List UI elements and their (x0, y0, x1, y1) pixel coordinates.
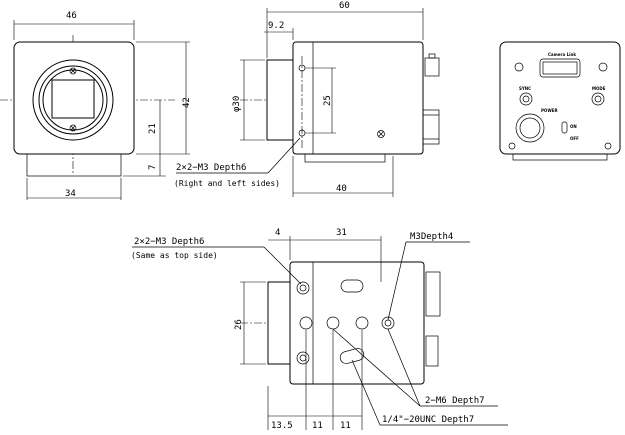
bottom-left-label: 4 (275, 228, 280, 238)
side-flange-dimension: 9.2 (264, 21, 294, 40)
m3-hole-callout: M3Depth4 (387, 232, 470, 321)
side-body-dimension: 40 (292, 156, 394, 197)
front-bottom-dimension: 34 (26, 178, 122, 200)
front-bottom-label: 34 (65, 189, 76, 199)
bottom-holes-subnote: (Same as top side) (131, 251, 218, 260)
bottom-view (240, 261, 441, 385)
side-view (240, 41, 440, 163)
side-hole-callout: 2×2−M3 Depth6 (Right and left sides) (174, 137, 301, 188)
bottom-height-dimension: 26 (234, 281, 266, 365)
front-base-label: 7 (148, 165, 158, 170)
rear-switch-on-label: ON (570, 124, 577, 129)
bottom-left-dimension: 4 (268, 228, 291, 260)
front-center-label: 21 (148, 123, 158, 134)
side-hole-spacing-label: 25 (323, 95, 333, 106)
m3-hole-note: M3Depth4 (410, 232, 453, 242)
bottom-offset-label: 13.5 (271, 421, 293, 431)
side-length-label: 60 (339, 1, 350, 11)
front-width-dimension: 46 (13, 11, 135, 40)
side-hole-spacing-dimension: 25 (305, 67, 336, 134)
rear-switch-off-label: OFF (570, 136, 579, 141)
bottom-pitch-2-label: 11 (340, 421, 351, 431)
front-center-dimension: 21 (148, 100, 161, 154)
bottom-pitch-1-label: 11 (312, 421, 323, 431)
bottom-height-label: 26 (234, 319, 244, 330)
side-body-label: 40 (336, 184, 347, 194)
rear-view: Camera Link SYNC MODE POWER ON OFF (499, 41, 621, 161)
m6-holes-note: 2−M6 Depth7 (425, 396, 485, 406)
bottom-span-dimension: 31 (290, 228, 382, 282)
rear-camera-link-label: Camera Link (548, 52, 576, 57)
front-height-dimension: 42 (136, 41, 192, 155)
unc-hole-note: 1/4"−20UNC Depth7 (382, 415, 474, 425)
front-width-label: 46 (66, 11, 77, 21)
bottom-holes-note: 2×2−M3 Depth6 (134, 237, 204, 247)
side-length-dimension: 60 (266, 1, 424, 58)
side-holes-note: 2×2−M3 Depth6 (176, 163, 246, 173)
side-diameter-dimension: φ30 (232, 59, 265, 141)
bottom-holes-callout: 2×2−M3 Depth6 (Same as top side) (131, 237, 302, 285)
unc-hole-callout: 1/4"−20UNC Depth7 (351, 359, 508, 426)
front-base-dimension: 7 (123, 154, 166, 177)
side-diameter-label: φ30 (232, 96, 242, 112)
front-height-label: 42 (182, 97, 192, 108)
bottom-pitch-dimensions: 13.5 11 11 (267, 330, 363, 431)
rear-mode-label: MODE (592, 86, 606, 91)
front-view (0, 35, 175, 177)
rear-power-label: POWER (541, 108, 558, 113)
bottom-span-label: 31 (336, 228, 347, 238)
m6-holes-callout: 2−M6 Depth7 (332, 328, 498, 407)
side-holes-subnote: (Right and left sides) (174, 179, 280, 188)
rear-sync-label: SYNC (519, 86, 531, 91)
side-flange-label: 9.2 (268, 21, 284, 31)
